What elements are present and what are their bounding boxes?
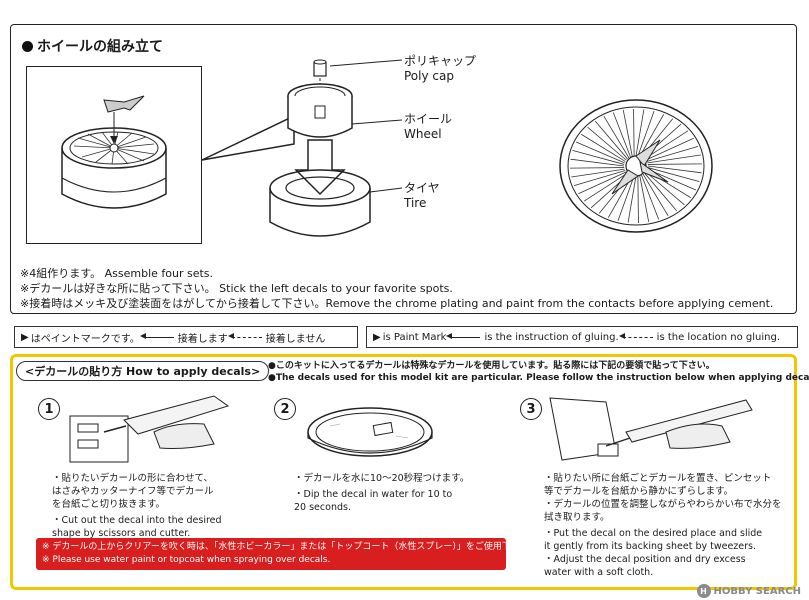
wheel-front-illustration [559, 99, 713, 233]
wheel-spoke [637, 175, 639, 223]
paint-mark-icon: ▶ [373, 331, 381, 343]
decal-note: ●このキットに入ってるデカールは特殊なデカールを使用しています。貼る際には下記の… [268, 361, 809, 383]
note-line: ※接着時はメッキ及び塗装面をはがしてから接着して下さい。Remove the c… [20, 297, 774, 310]
decal-title: <デカールの貼り方 How to apply decals> [16, 361, 270, 381]
step-1-text: ・貼りたいデカールの形に合わせて、 はさみやカッターナイフ等でデカール を台紙ご… [52, 473, 222, 539]
wheel-spoke [583, 172, 628, 202]
wheel-spoke [578, 171, 627, 195]
wheel-spoke [647, 167, 700, 182]
watermark: H HOBBY SEARCH [696, 584, 801, 598]
step-3-illustration [549, 397, 753, 461]
glue-arrow-icon [139, 333, 174, 339]
step-2-text: ・デカールを水に10～20秒程つけます。 ・Dip the decal in w… [294, 473, 470, 513]
wheel-spoke [603, 116, 630, 159]
step-number: 3 [520, 398, 542, 420]
completed-wheel-frame [26, 66, 202, 244]
wheel-spoke [612, 112, 631, 158]
hobby-search-logo-icon: H [696, 584, 711, 598]
glue-arrow-icon [446, 333, 481, 339]
wheel-spoke [570, 158, 625, 167]
wheel-spoke [587, 126, 627, 161]
assembly-notes: ※4組作ります。 Assemble four sets. ※デカールは好きな所に… [20, 266, 773, 311]
note-line: ※4組作ります。 Assemble four sets. [20, 267, 214, 280]
wheel-spoke [575, 141, 625, 164]
wheel-spoke [641, 174, 660, 220]
wheel-spoke [637, 111, 655, 157]
bullet-icon [22, 41, 33, 52]
wheel-spoke [646, 146, 699, 162]
tire-label: タイヤ Tire [404, 181, 440, 210]
no-glue-arrow-icon [227, 333, 262, 339]
wheel-spoke [645, 171, 685, 206]
wheel-spoke [639, 175, 650, 223]
wheel-spoke [647, 154, 701, 164]
step-1-illustration [69, 395, 230, 463]
wheel-spoke [617, 175, 635, 221]
wheel-spoke [572, 150, 625, 165]
wheel-spoke [571, 168, 625, 178]
step-2-illustration [307, 407, 433, 457]
wheel-spoke [645, 137, 694, 161]
step-3-text: ・貼りたい所に台紙ごとデカールを置き、ピンセット 等でデカールを台紙から静かにず… [544, 473, 782, 578]
legend-japanese: ▶ はペイントマークです。 接着します 接着しません [14, 326, 358, 348]
completed-wheel-illustration [61, 95, 167, 209]
legend-english: ▶ is Paint Mark is the instruction of gl… [366, 326, 798, 348]
section-title: ホイールの組み立て [22, 36, 163, 56]
wheel-spoke [580, 133, 626, 162]
polycap-label: ポリキャップ Poly cap [404, 54, 477, 83]
wheel-spoke [642, 173, 669, 216]
paint-mark-icon: ▶ [21, 331, 29, 343]
wheel-spoke [627, 175, 637, 223]
wheel-spoke [570, 167, 625, 169]
wheel-spoke [644, 172, 678, 212]
decal-instructions-panel [10, 354, 797, 590]
wheel-spoke [639, 114, 665, 157]
wheel-spoke [647, 163, 702, 165]
no-glue-arrow-icon [618, 333, 653, 339]
note-line: ※デカールは好きな所に貼って下さい。 Stick the left decals… [20, 282, 453, 295]
wheel-spoke [633, 109, 635, 157]
warning-banner: ※ デカールの上からクリアーを吹く時は、「水性ホビーカラー」または「トップコート… [36, 538, 538, 570]
wheel-spoke [622, 109, 633, 157]
wheel-spoke [635, 109, 645, 157]
wheel-spoke [594, 120, 628, 160]
step-number: 1 [38, 398, 60, 420]
step-number: 2 [274, 398, 296, 420]
callout-lines [330, 59, 403, 193]
wheel-spoke [647, 165, 702, 174]
assembly-panel [10, 24, 797, 314]
exploded-view-illustration [269, 59, 371, 237]
wheel-spoke [573, 170, 626, 186]
wheel-label: ホイール Wheel [404, 112, 453, 141]
